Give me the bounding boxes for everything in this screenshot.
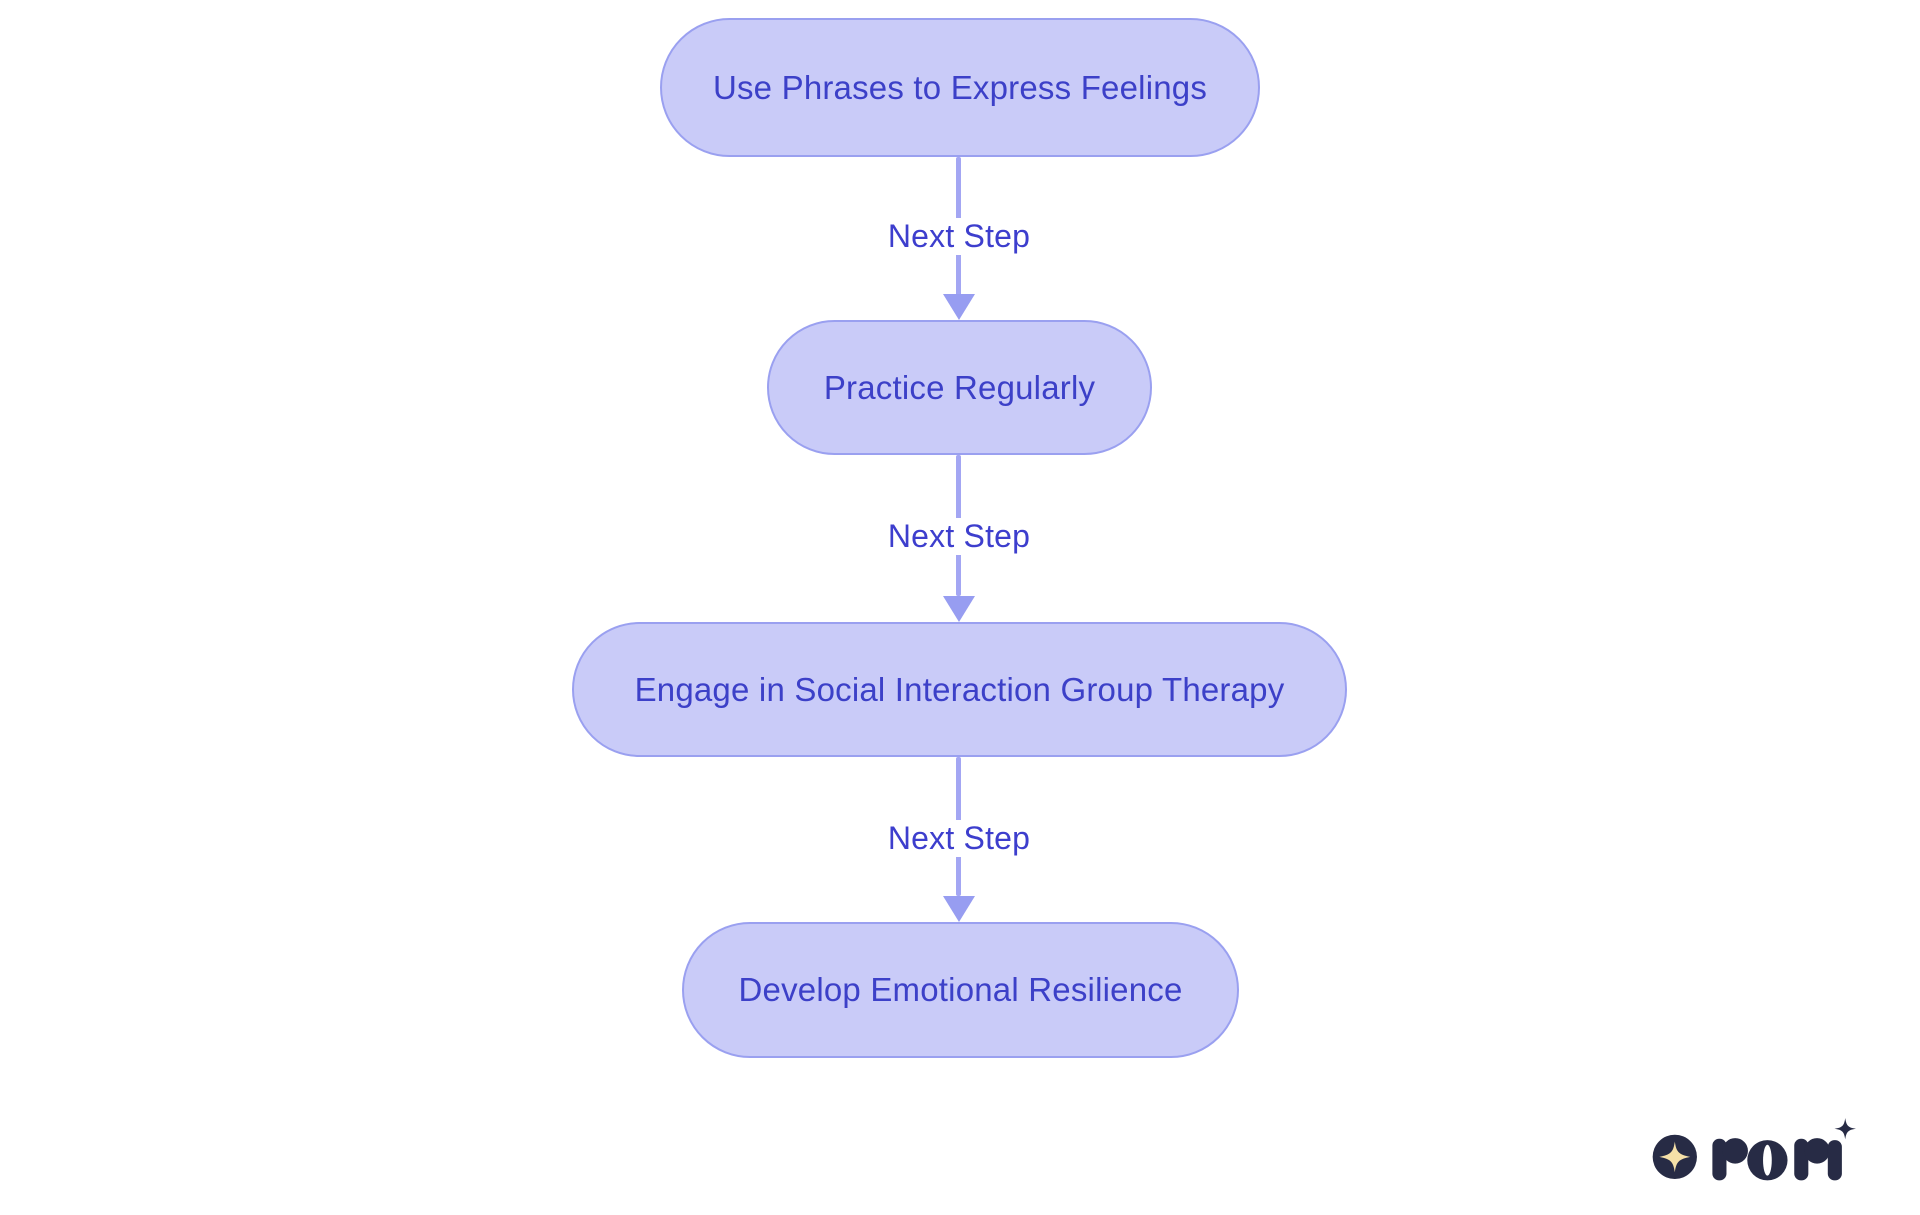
arrowhead-icon-1: [943, 294, 975, 320]
edge-label-1: Next Step: [878, 218, 1040, 255]
rori-logo: [1652, 1117, 1856, 1181]
sparkle-badge-icon: [1652, 1134, 1697, 1180]
edge-label-3: Next Step: [878, 820, 1040, 857]
node-label: Engage in Social Interaction Group Thera…: [634, 670, 1285, 708]
flow-node-use-phrases: Use Phrases to Express Feelings: [660, 18, 1260, 157]
edge-label-2: Next Step: [878, 518, 1040, 555]
node-label: Develop Emotional Resilience: [738, 971, 1183, 1008]
flow-node-emotional-resilience: Develop Emotional Resilience: [682, 922, 1239, 1058]
arrowhead-icon-3: [943, 896, 975, 922]
node-label: Practice Regularly: [823, 368, 1096, 406]
flow-node-group-therapy: Engage in Social Interaction Group Thera…: [572, 622, 1347, 757]
arrowhead-icon-2: [943, 596, 975, 622]
flow-node-practice-regularly: Practice Regularly: [767, 320, 1152, 455]
rori-wordmark: [1712, 1117, 1856, 1181]
node-label: Use Phrases to Express Feelings: [712, 68, 1208, 106]
